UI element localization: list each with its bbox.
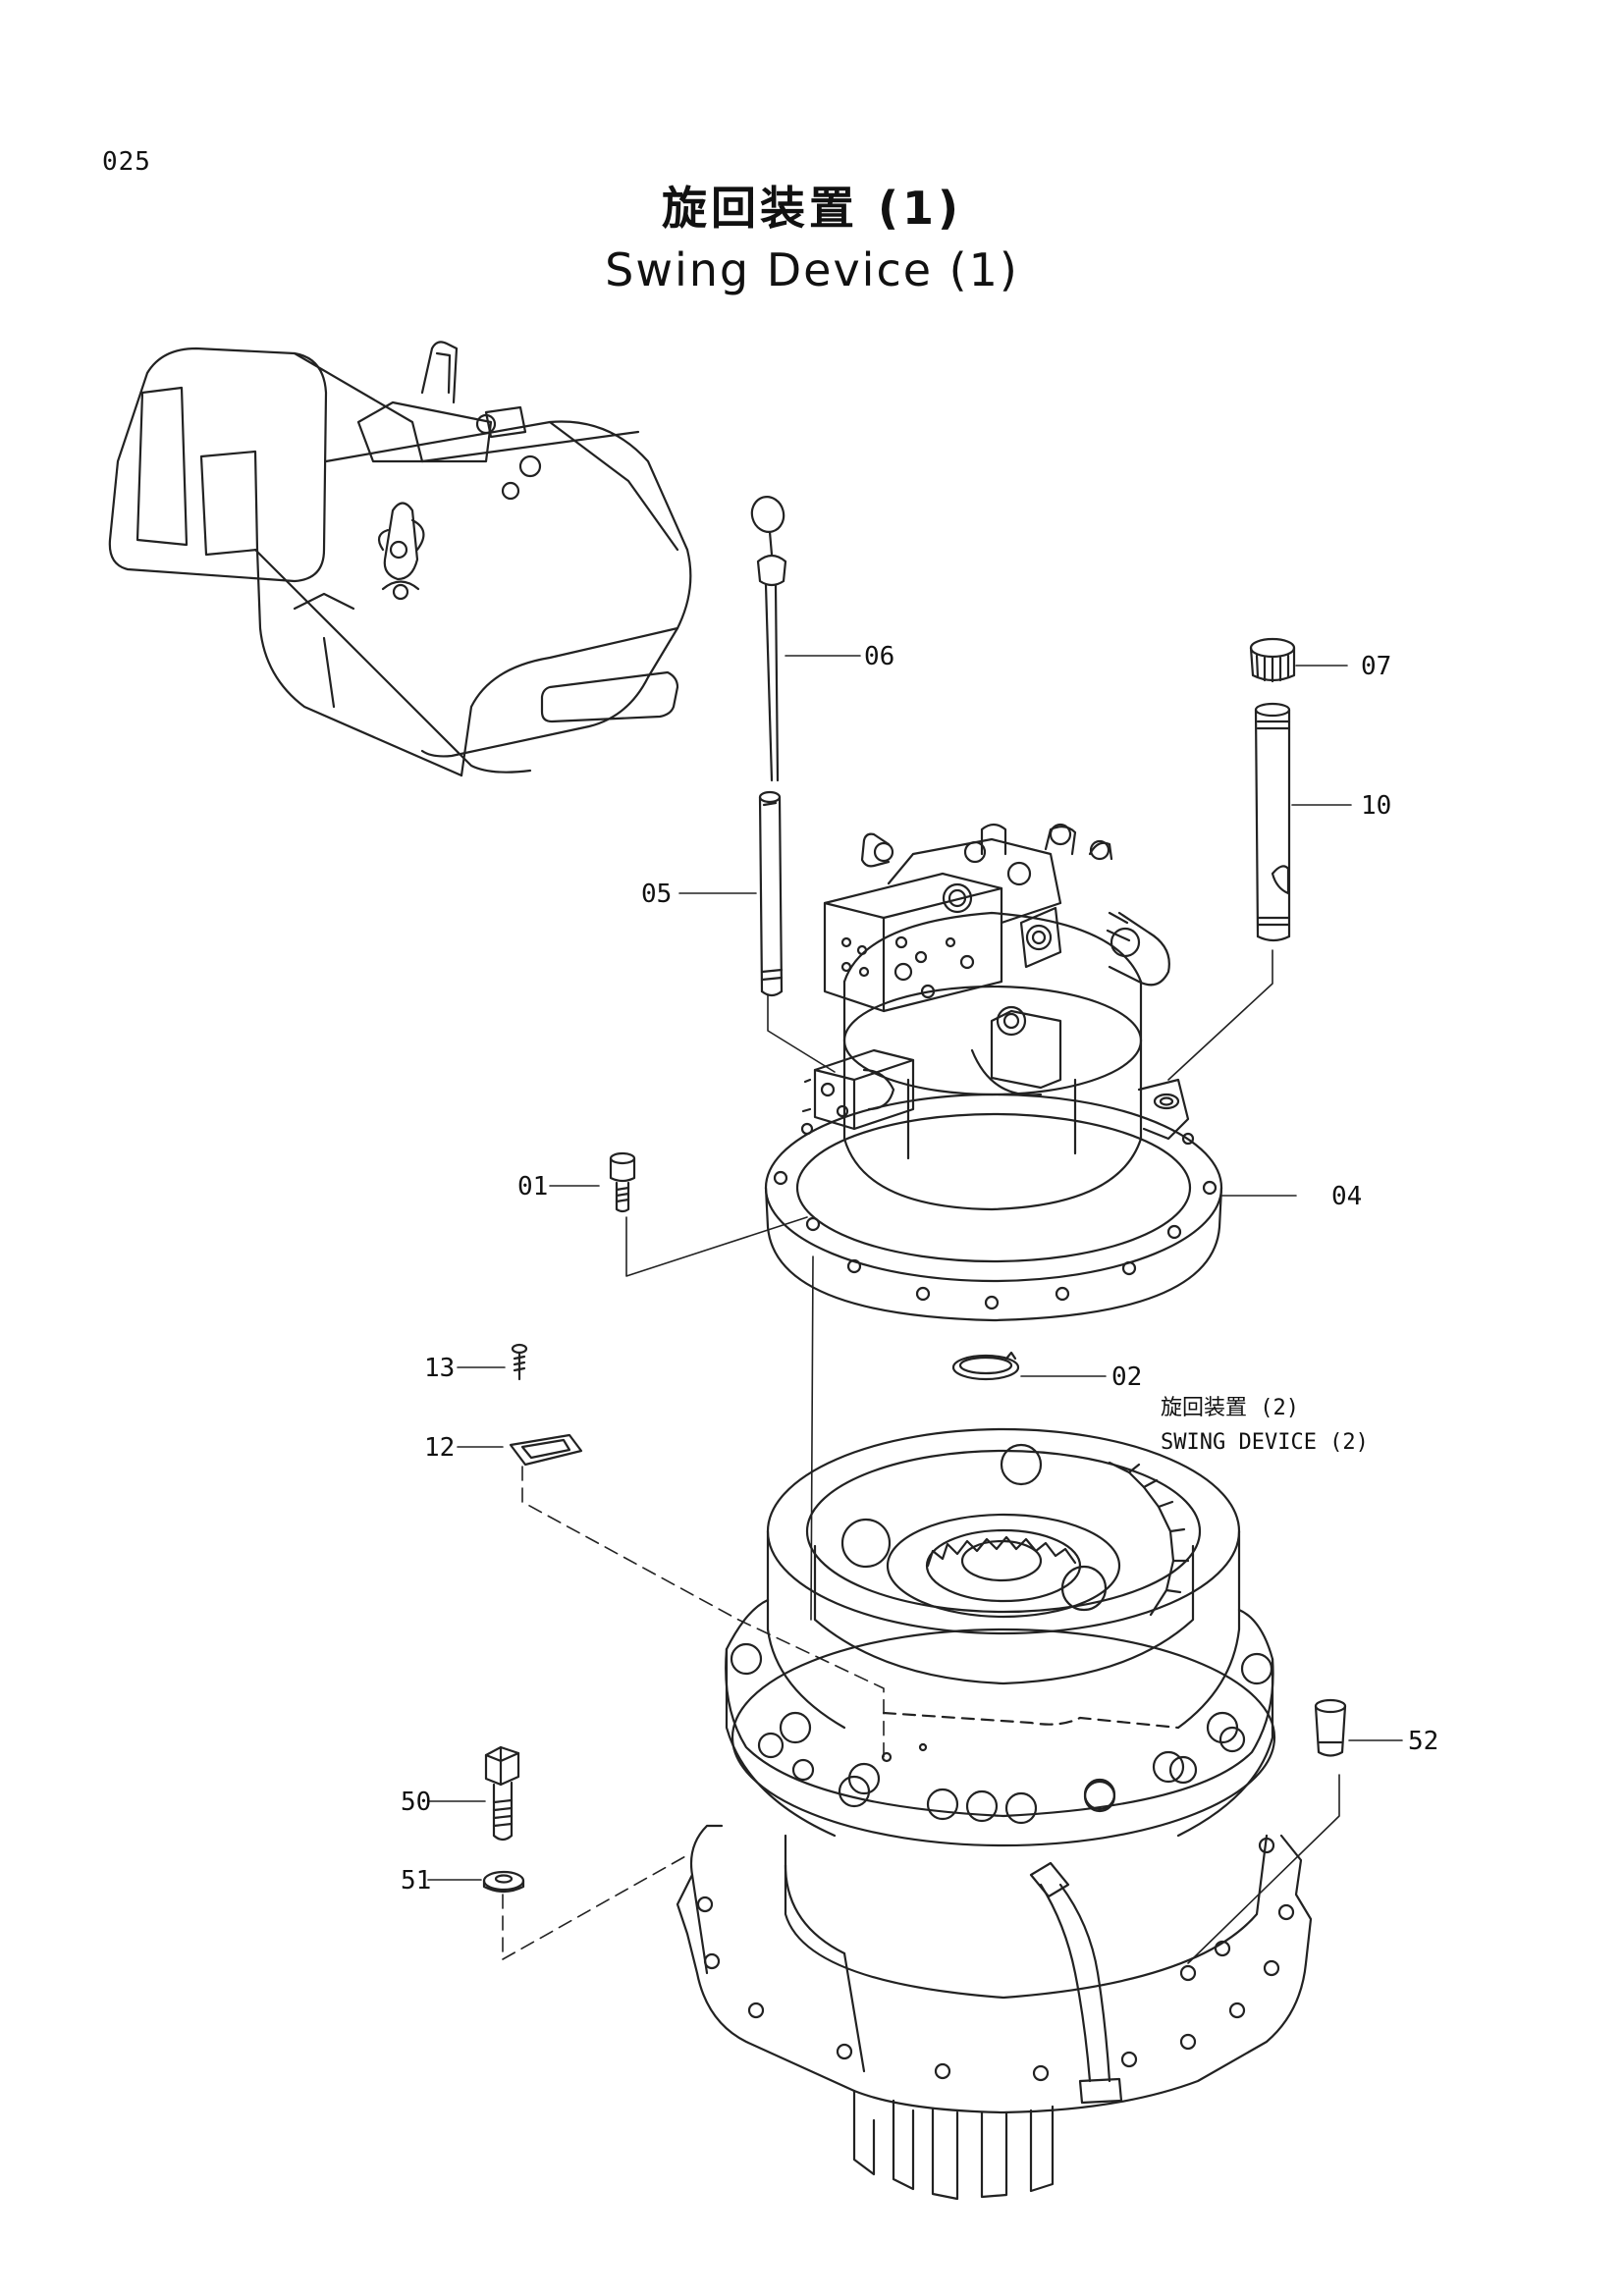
callout-51: 51 — [401, 1866, 431, 1896]
page-number: 025 — [102, 147, 151, 177]
callout-01: 01 — [517, 1172, 548, 1201]
callout-50: 50 — [401, 1788, 431, 1817]
callout-02: 02 — [1111, 1362, 1142, 1392]
reference-english: SWING DEVICE (2) — [1161, 1430, 1369, 1455]
part-06-dipstick — [750, 496, 787, 782]
callout-05: 05 — [641, 880, 672, 909]
part-01-bolt — [609, 1151, 636, 1213]
reference-japanese: 旋回装置 (2) — [1161, 1396, 1299, 1420]
reduction-gear-unit — [676, 1427, 1313, 2201]
part-07-cap — [1249, 637, 1296, 683]
part-12-plate — [509, 1433, 583, 1467]
cross-reference: 旋回装置 (2) SWING DEVICE (2) — [1161, 1396, 1369, 1455]
part-05-tube — [758, 790, 784, 997]
part-50-bolt — [484, 1745, 520, 1842]
callout-07: 07 — [1361, 652, 1391, 681]
part-04-swing-motor — [764, 823, 1223, 1322]
callout-04: 04 — [1331, 1182, 1362, 1211]
callout-13: 13 — [424, 1354, 455, 1383]
callout-labels: 06 05 07 10 01 04 02 13 12 50 51 52 — [401, 642, 1438, 1896]
part-10-tube — [1254, 702, 1291, 942]
leader-lines — [427, 655, 1403, 1964]
callout-12: 12 — [424, 1433, 455, 1463]
title-block: 旋回装置 (1) Swing Device (1) — [0, 173, 1624, 296]
callout-52: 52 — [1408, 1727, 1438, 1756]
callout-10: 10 — [1361, 791, 1391, 821]
excavator-overview-illustration — [108, 341, 692, 777]
title-japanese: 旋回装置 (1) — [661, 182, 963, 235]
callout-06: 06 — [864, 642, 894, 671]
part-02-snap-ring — [951, 1351, 1020, 1381]
part-13-screw — [511, 1343, 528, 1381]
part-51-washer — [482, 1870, 525, 1894]
title-english: Swing Device (1) — [605, 243, 1019, 296]
part-52-pin — [1314, 1698, 1347, 1757]
